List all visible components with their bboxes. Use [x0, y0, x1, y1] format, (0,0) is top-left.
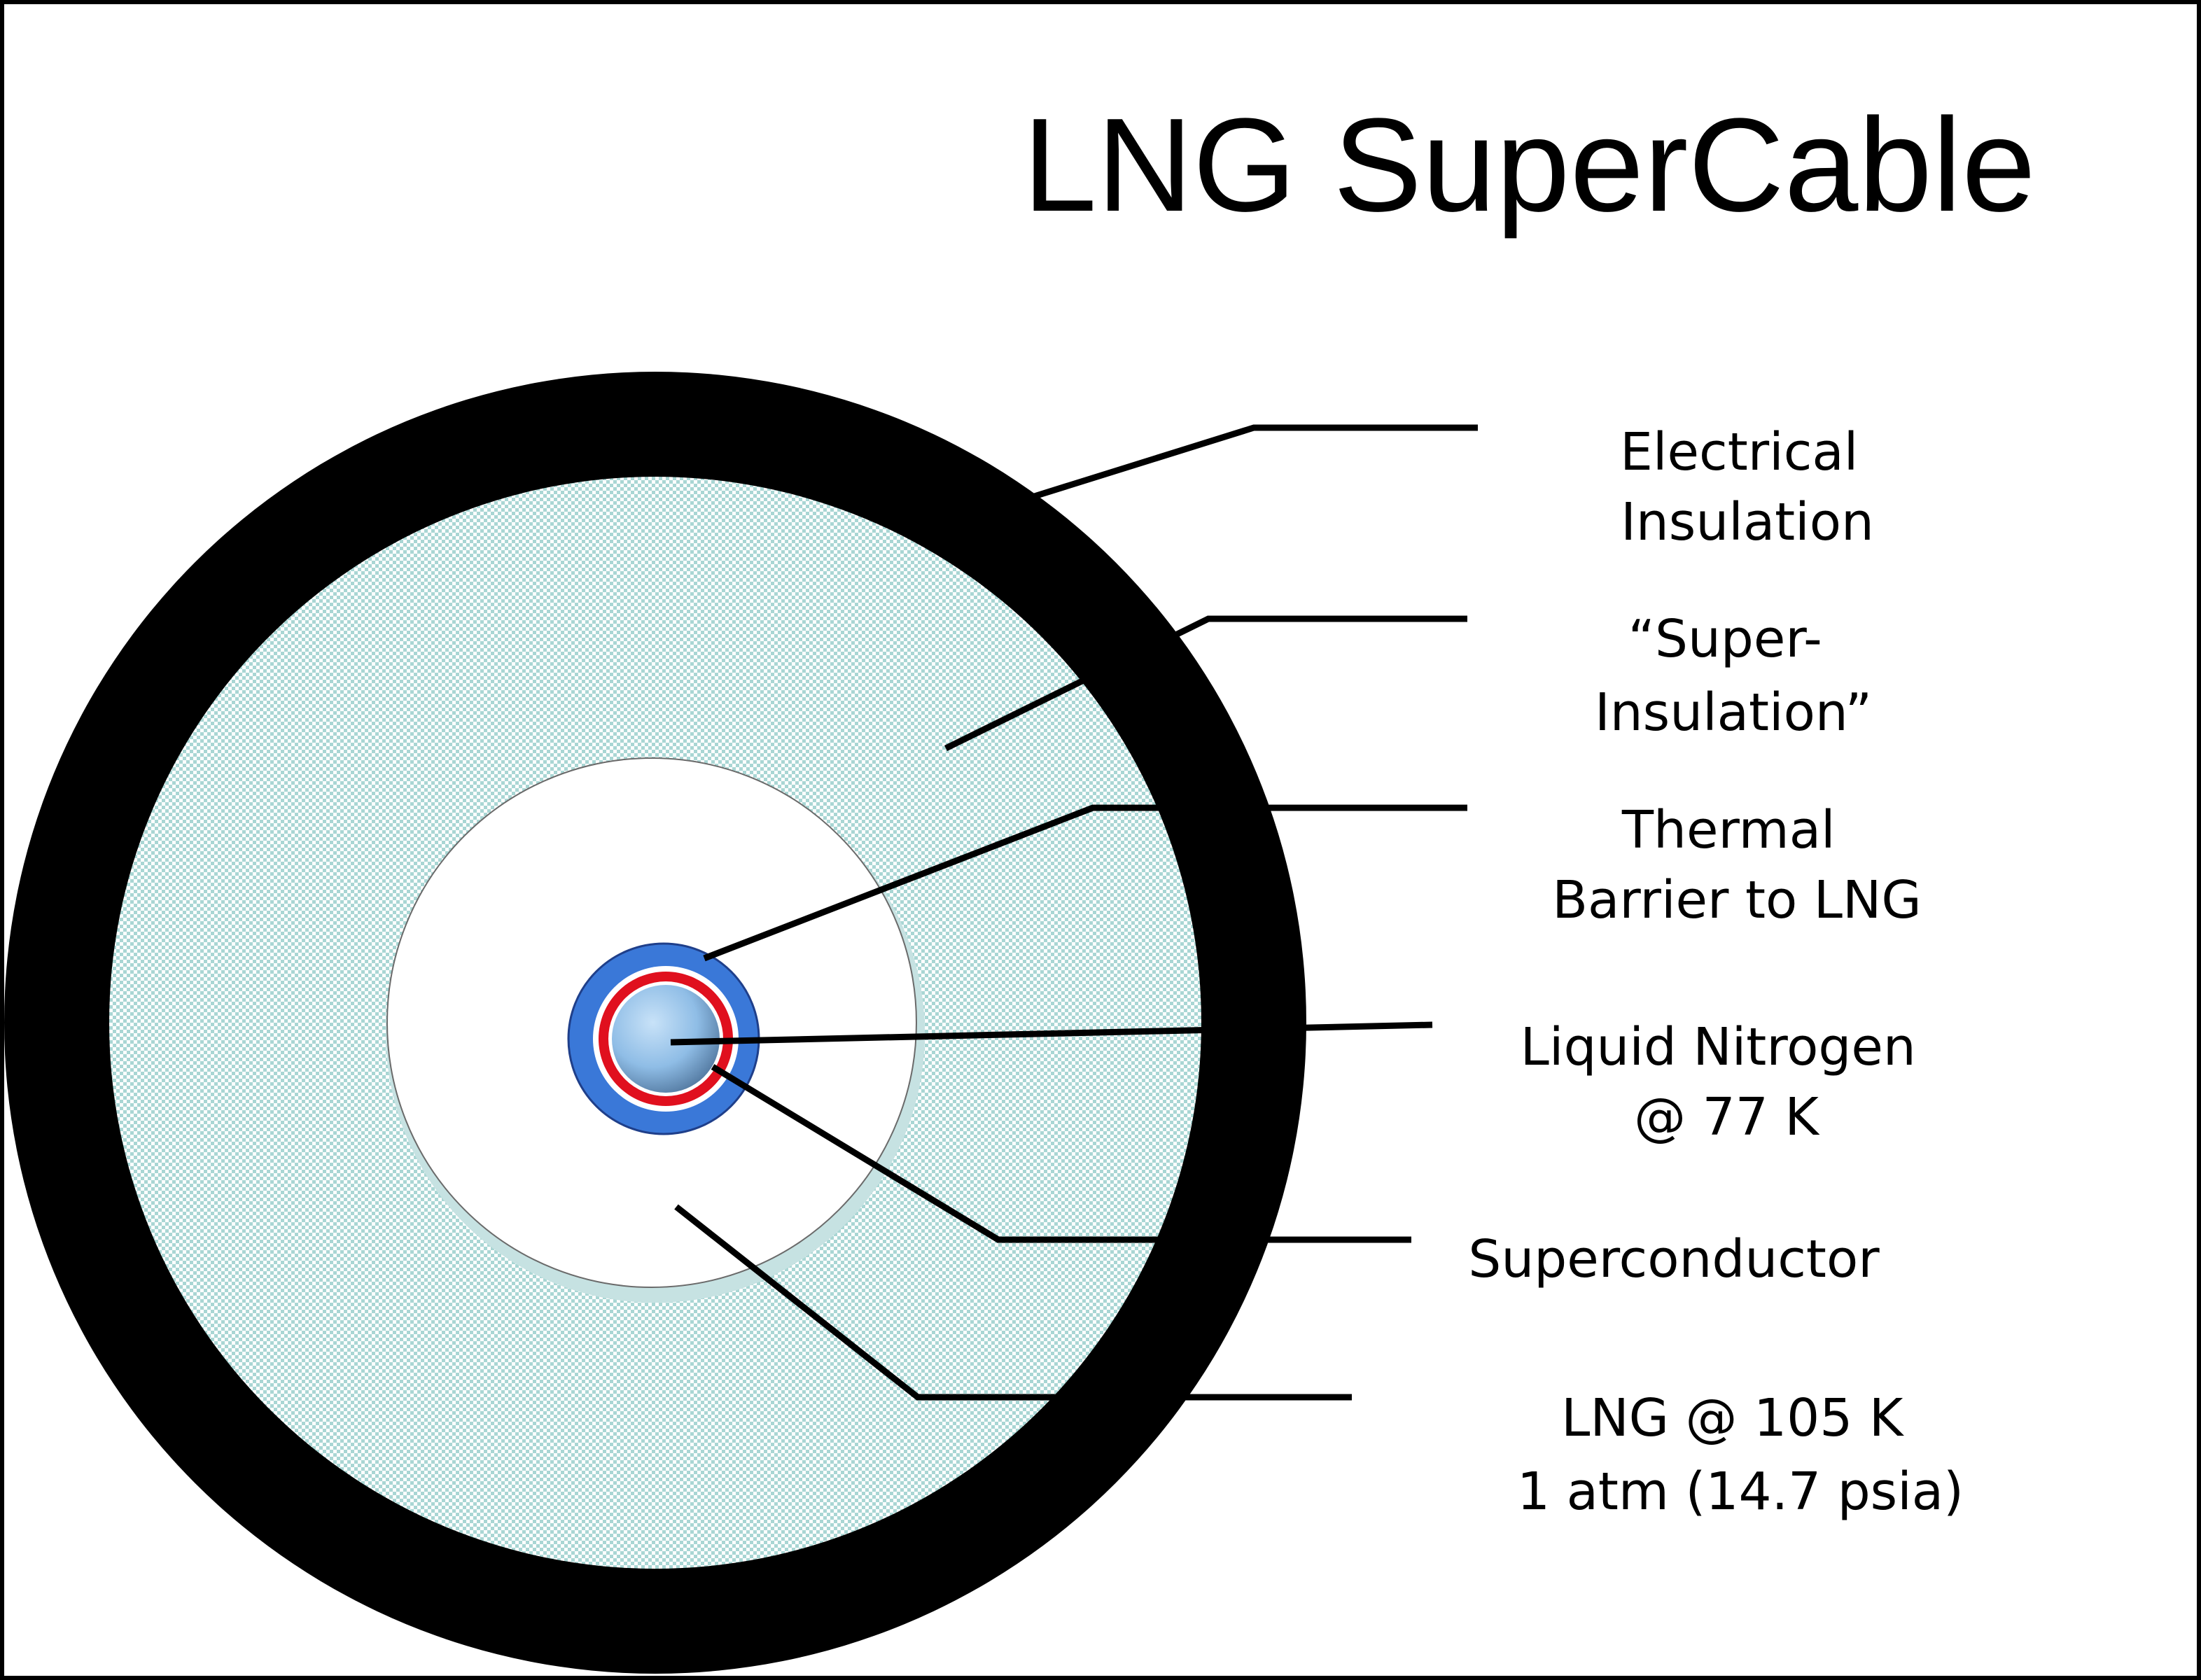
label-liquid-nitrogen: Liquid Nitrogen @ 77 K [1521, 1017, 1933, 1147]
liquid-nitrogen-core [612, 985, 720, 1093]
page-title: LNG SuperCable [1023, 91, 2036, 239]
label-super-insulation: “Super- Insulation” [1595, 609, 1872, 743]
leader-lines [670, 424, 1478, 1401]
leader-lng [674, 1204, 1352, 1401]
label-electrical-insulation: Electrical Insulation [1620, 422, 1875, 552]
leader-electrical-insulation [1028, 424, 1478, 501]
leader-thermal-barrier [703, 804, 1467, 962]
label-superconductor: Superconductor [1468, 1229, 1880, 1289]
leader-liquid-nitrogen [670, 1021, 1433, 1046]
label-lng: LNG @ 105 K 1 atm (14.7 psia) [1517, 1388, 1964, 1522]
label-thermal-barrier: Thermal Barrier to LNG [1552, 800, 1921, 930]
leader-superconductor [711, 1064, 1411, 1243]
leader-super-insulation [944, 615, 1467, 752]
cable-cross-section [4, 372, 1306, 1674]
cable-cross-section-diagram: LNG SuperCable Electrical Insulation “Su… [4, 91, 2036, 1674]
